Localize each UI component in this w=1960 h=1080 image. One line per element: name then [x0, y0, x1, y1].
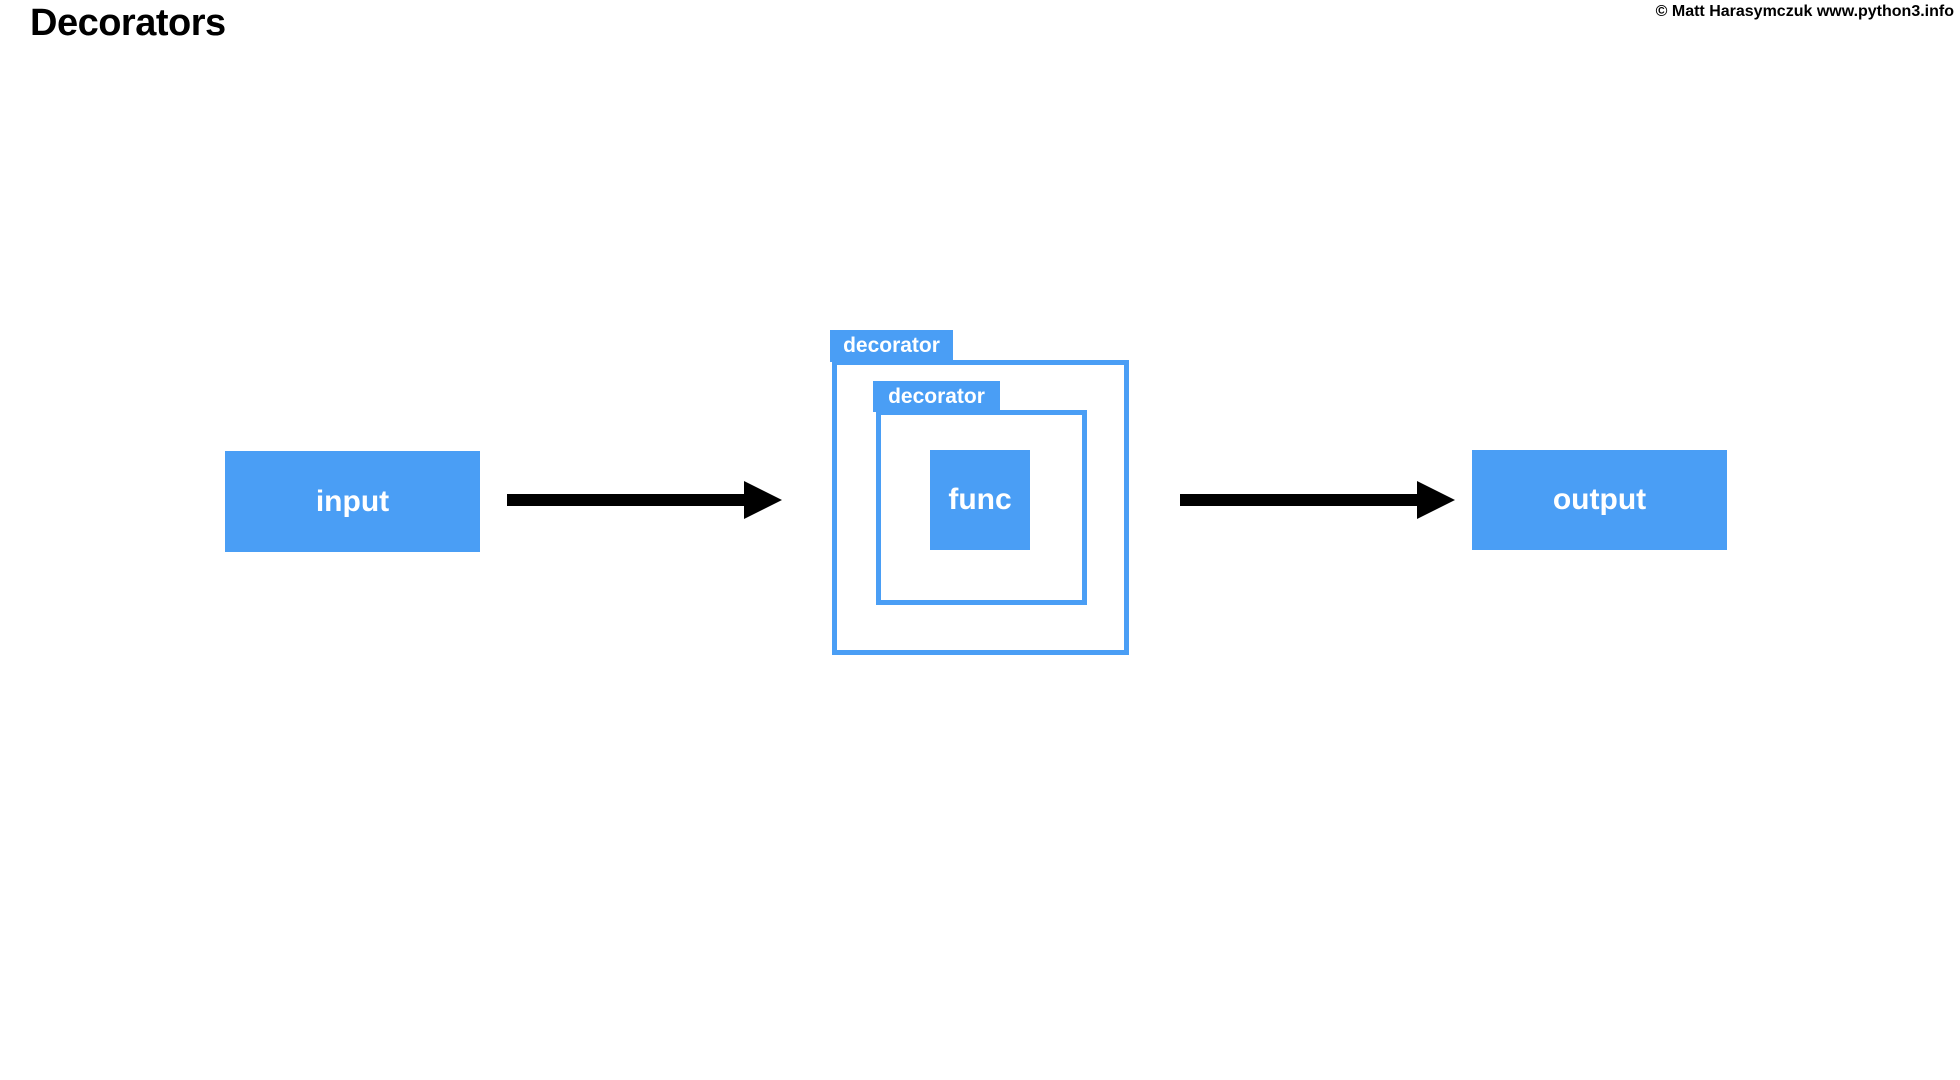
input-box: input	[225, 451, 480, 552]
arrow-head	[744, 481, 782, 519]
copyright-notice: © Matt Harasymczuk www.python3.info	[1655, 3, 1954, 20]
arrow-head	[1417, 481, 1455, 519]
arrow-shaft	[1180, 494, 1420, 506]
outer-decorator-label: decorator	[843, 334, 940, 357]
input-label: input	[315, 484, 390, 518]
output-label: output	[1552, 483, 1647, 516]
func-label: func	[948, 483, 1012, 516]
outer-decorator-tab: decorator	[830, 330, 953, 362]
arrow-right-icon	[507, 481, 782, 519]
inner-decorator-label: decorator	[888, 384, 985, 408]
arrow-right-icon	[1180, 481, 1455, 519]
func-box: func	[930, 450, 1030, 550]
inner-decorator-tab: decorator	[873, 381, 1000, 412]
output-box: output	[1472, 450, 1727, 550]
page-title: Decorators	[30, 2, 226, 44]
arrow-shaft	[507, 494, 747, 506]
